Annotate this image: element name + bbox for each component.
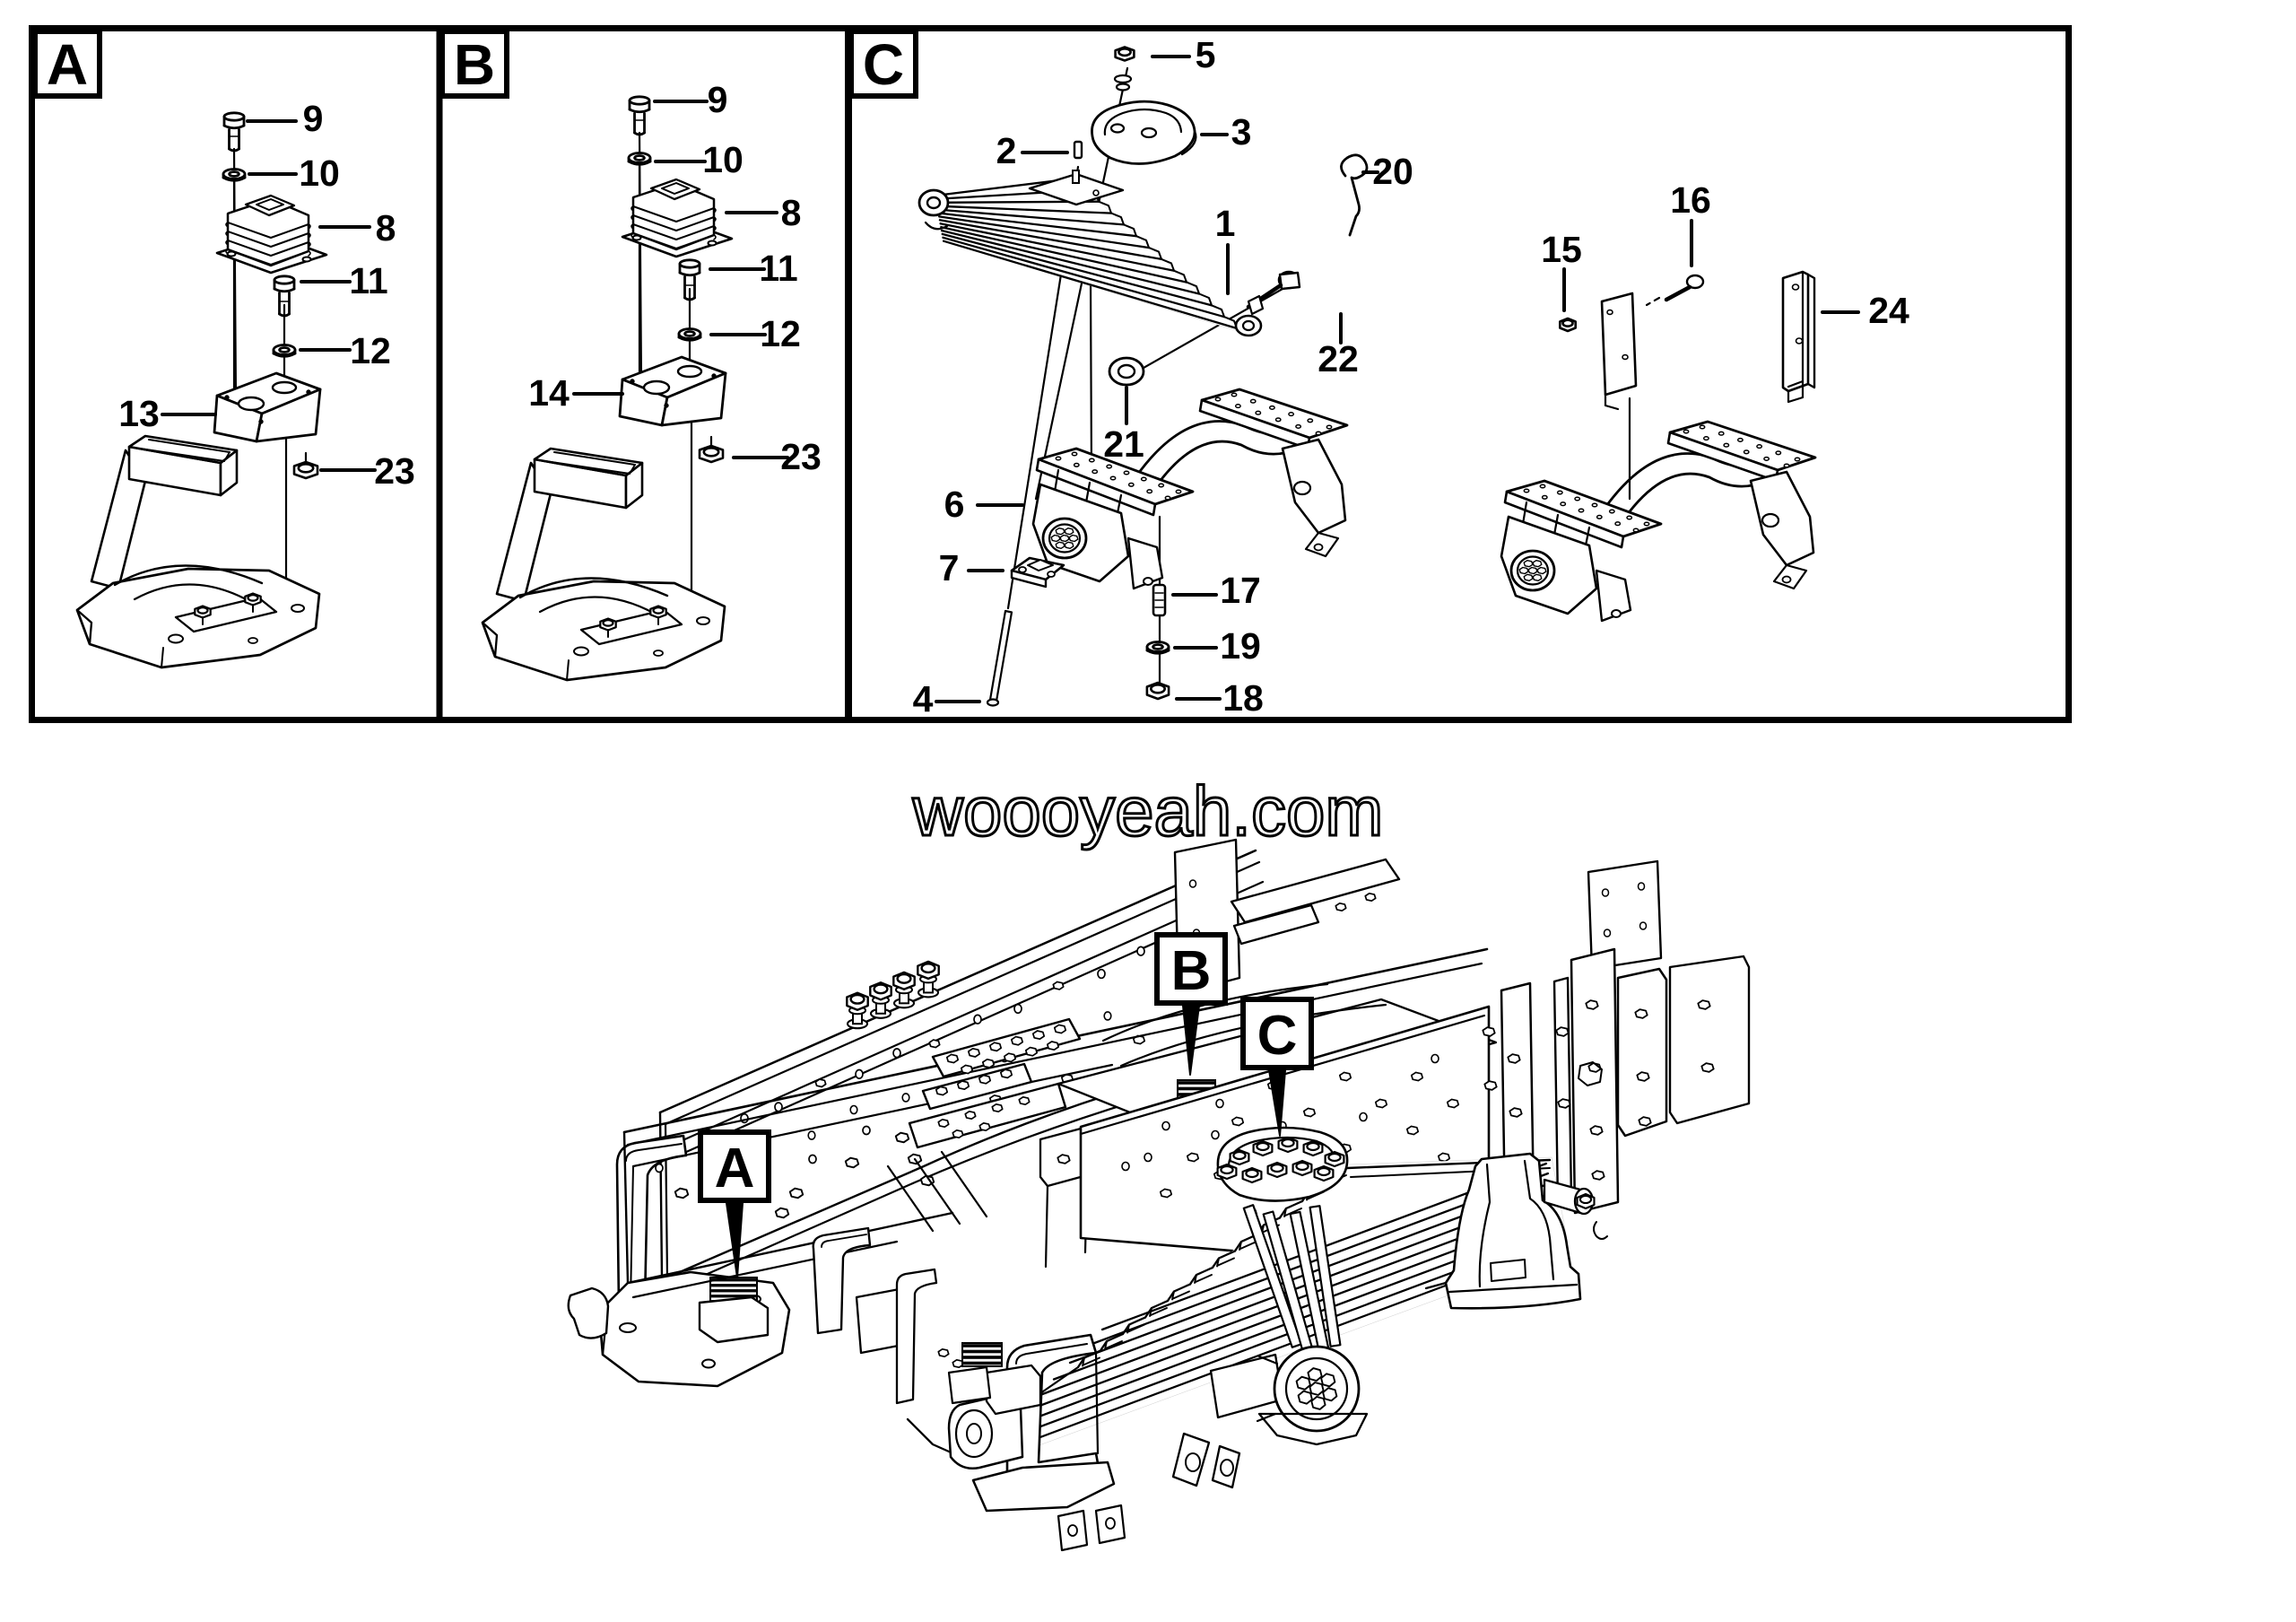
svg-text:19: 19 [1220,625,1261,667]
svg-text:20: 20 [1372,151,1413,192]
svg-text:14: 14 [528,372,570,414]
svg-text:6: 6 [944,484,965,525]
svg-text:16: 16 [1670,179,1711,221]
svg-text:18: 18 [1222,677,1264,719]
svg-text:2: 2 [996,130,1017,171]
svg-text:7: 7 [939,547,960,589]
svg-text:B: B [1171,940,1212,1002]
svg-text:8: 8 [781,192,802,233]
svg-text:C: C [1257,1005,1298,1067]
svg-text:1: 1 [1215,203,1236,244]
svg-text:11: 11 [349,260,387,301]
svg-text:C: C [863,32,904,97]
svg-text:9: 9 [303,98,324,139]
svg-text:9: 9 [708,79,728,120]
svg-text:21: 21 [1103,423,1144,465]
svg-text:5: 5 [1196,34,1216,75]
svg-text:23: 23 [374,450,415,492]
svg-text:3: 3 [1231,111,1252,153]
svg-text:A: A [715,1138,755,1199]
svg-text:24: 24 [1868,290,1909,331]
svg-text:B: B [454,32,495,97]
svg-text:4: 4 [913,678,934,719]
svg-text:22: 22 [1318,338,1359,379]
svg-text:10: 10 [299,153,340,194]
svg-text:A: A [47,32,88,97]
svg-text:10: 10 [702,139,744,180]
svg-text:17: 17 [1220,570,1261,611]
svg-text:15: 15 [1541,229,1582,270]
svg-text:12: 12 [350,330,391,371]
svg-text:13: 13 [118,393,160,434]
svg-text:12: 12 [760,313,801,354]
svg-text:8: 8 [376,207,396,249]
svg-text:woooyeah.com: woooyeah.com [912,772,1384,850]
